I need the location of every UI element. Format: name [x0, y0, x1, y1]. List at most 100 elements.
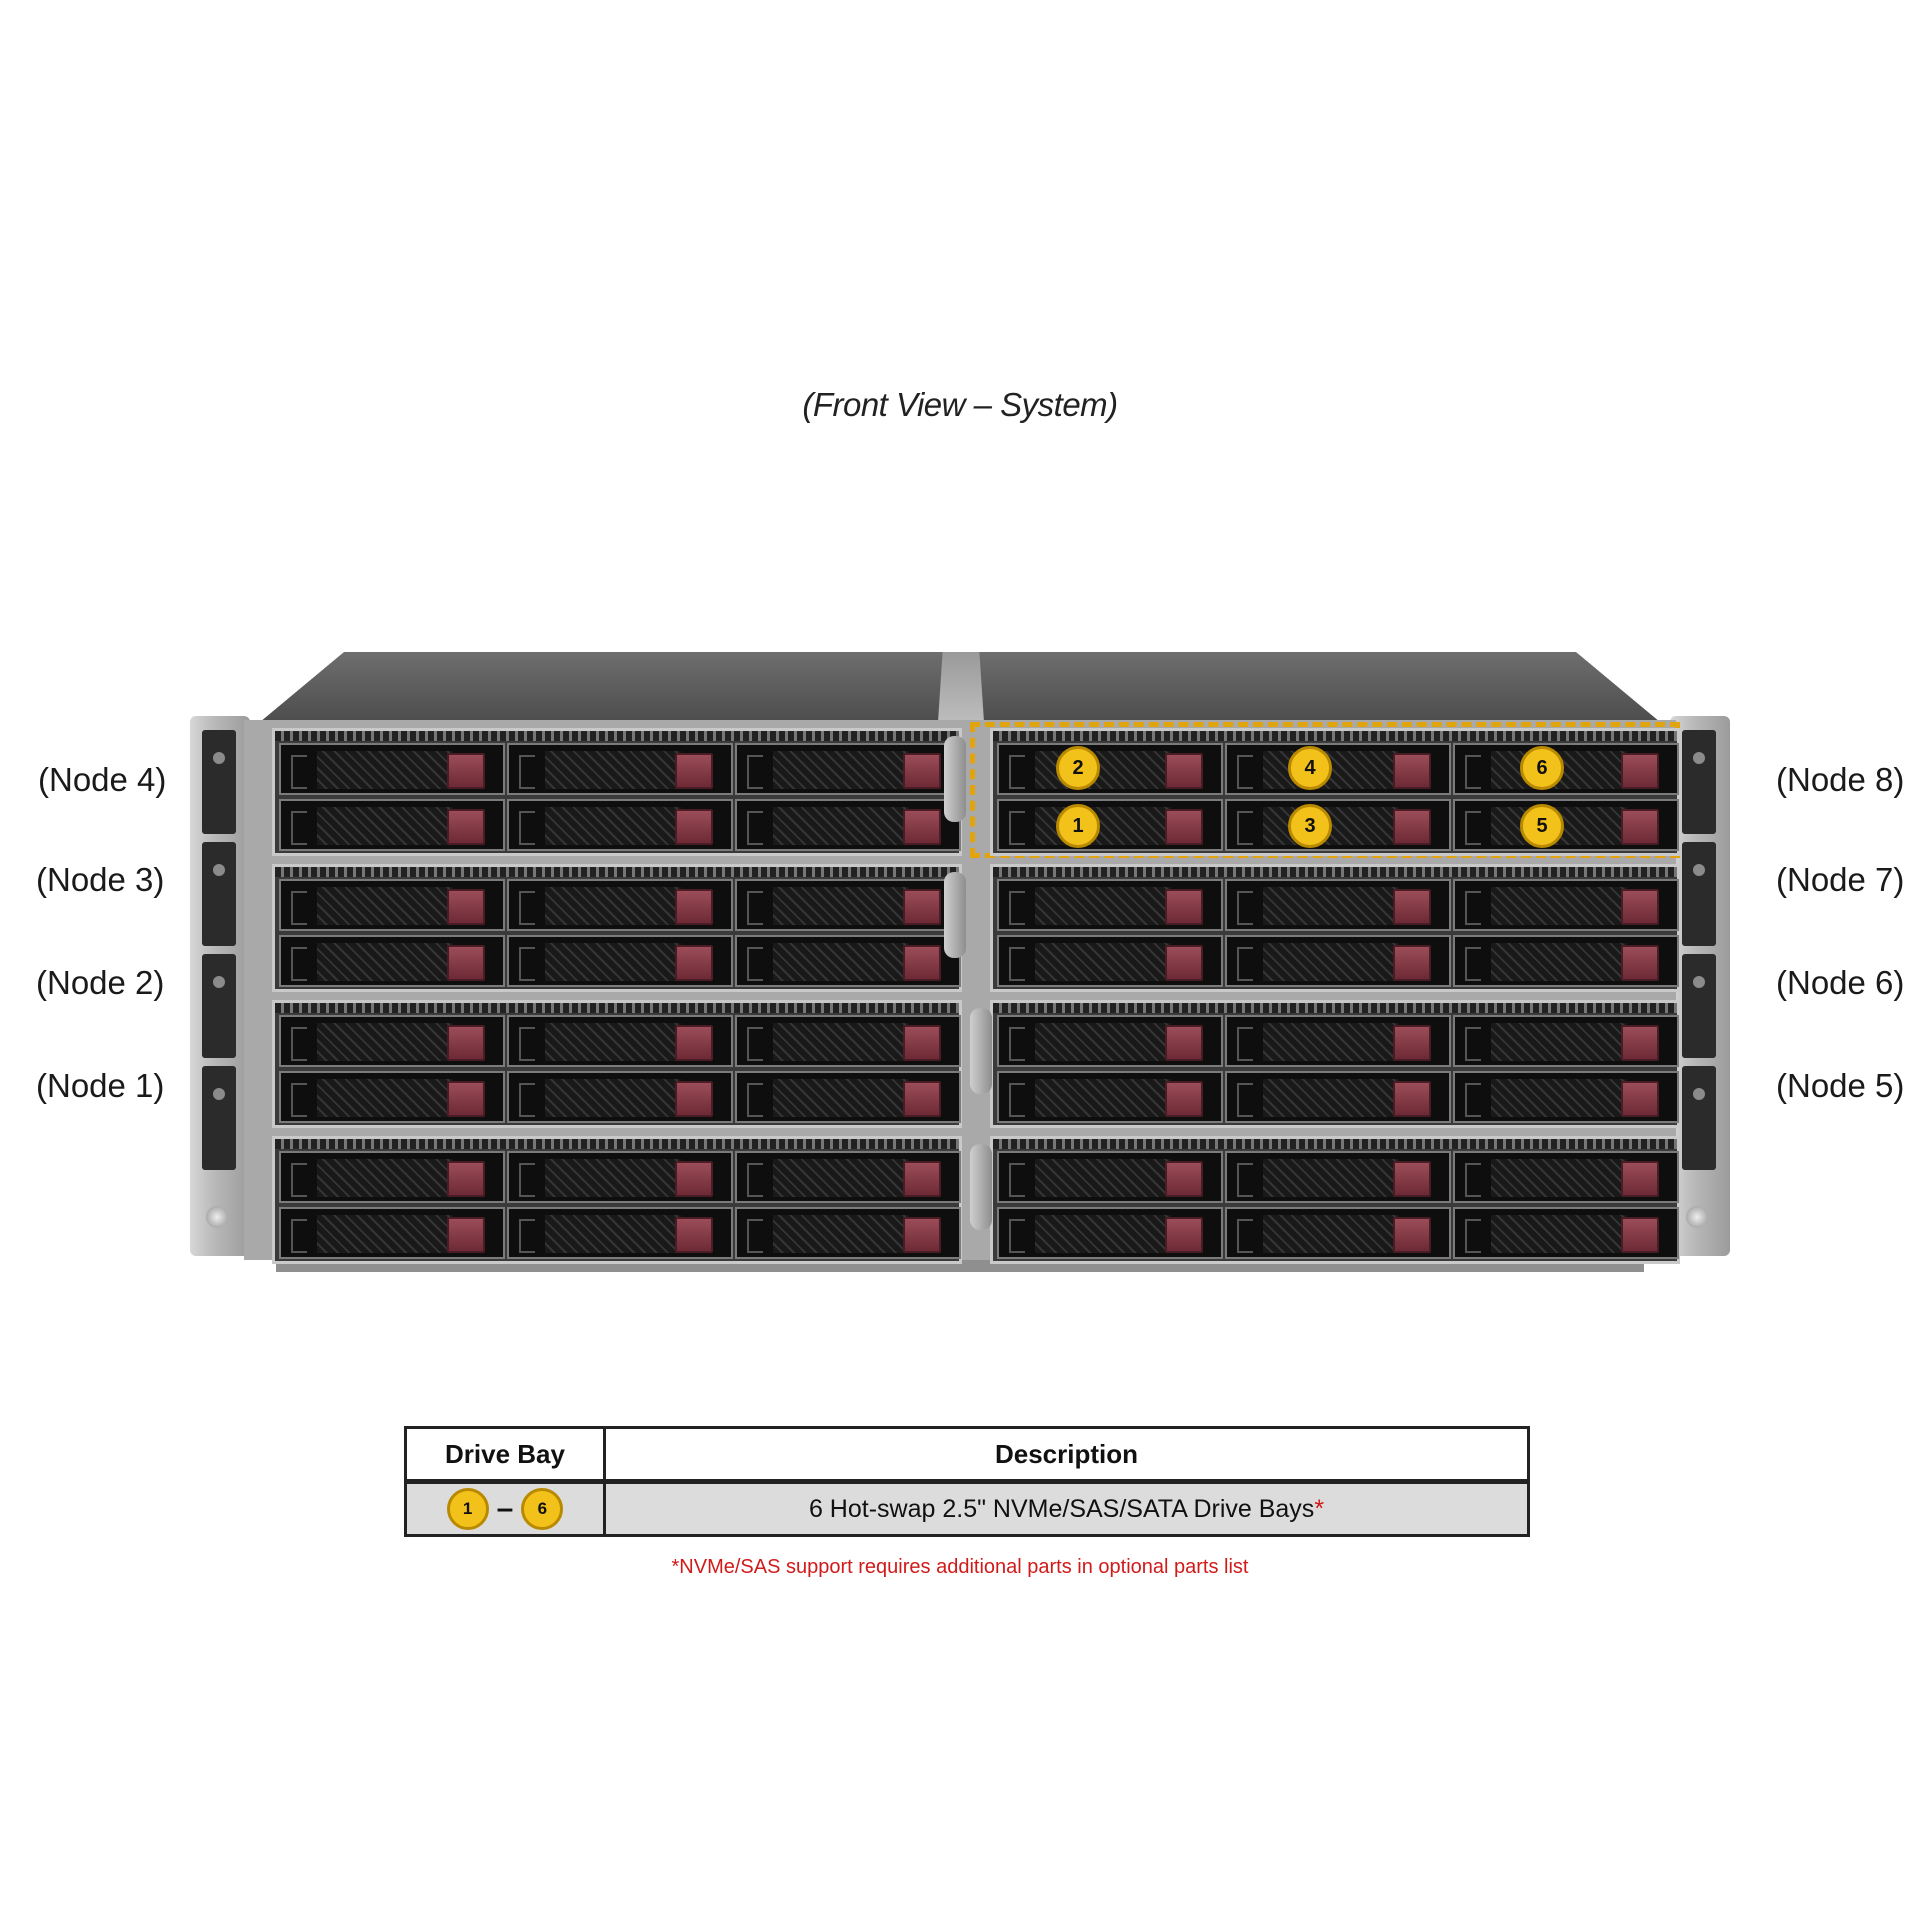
node-6-label: (Node 6) [1776, 964, 1905, 1001]
node-sled [272, 1000, 962, 1128]
drive-latch-icon [447, 753, 485, 789]
drive-bay [1225, 1071, 1451, 1123]
drive-mesh [317, 943, 453, 981]
drive-mesh [317, 1215, 453, 1253]
drive-latch-icon [1621, 1161, 1659, 1197]
drive-mesh [773, 943, 909, 981]
drive-mesh [545, 1215, 681, 1253]
drive-mesh [1491, 1159, 1627, 1197]
drive-grip [1237, 1027, 1253, 1061]
drive-mesh [1035, 1159, 1171, 1197]
sled-vent [275, 867, 959, 877]
drive-latch-icon [1621, 1025, 1659, 1061]
drive-latch-icon [675, 1025, 713, 1061]
drive-mesh [773, 1159, 909, 1197]
drive-latch-icon [675, 889, 713, 925]
drive-mesh [1035, 887, 1171, 925]
drive-grip [1465, 1163, 1481, 1197]
drive-latch-icon [1393, 753, 1431, 789]
drive-mesh [1263, 1159, 1399, 1197]
drive-grip [1465, 947, 1481, 981]
node-control-panel [202, 954, 236, 1058]
drive-bay [735, 743, 961, 795]
drive-mesh [545, 1023, 681, 1061]
drive-latch-icon [1621, 809, 1659, 845]
drive-latch-icon [447, 1161, 485, 1197]
node-control-panel [1682, 1066, 1716, 1170]
drive-mesh [1263, 1023, 1399, 1061]
drive-latch-icon [1393, 809, 1431, 845]
drive-grip [747, 891, 763, 925]
drive-bay [279, 799, 505, 851]
drive-latch-icon [1621, 1217, 1659, 1253]
drive-latch-icon [1165, 1161, 1203, 1197]
node-control-panel [202, 1066, 236, 1170]
drive-bay [735, 1151, 961, 1203]
drive-grip [1465, 1219, 1481, 1253]
drive-bay [997, 799, 1223, 851]
drive-grip [1009, 1083, 1025, 1117]
drive-latch-icon [675, 945, 713, 981]
drive-latch-icon [675, 753, 713, 789]
drive-bay [997, 1151, 1223, 1203]
drive-latch-icon [903, 1025, 941, 1061]
drive-bay [735, 935, 961, 987]
drive-latch-icon [1393, 1161, 1431, 1197]
drive-grip [291, 1083, 307, 1117]
drive-mesh [1263, 1215, 1399, 1253]
drive-grip [519, 1163, 535, 1197]
drive-grip [1465, 755, 1481, 789]
drive-latch-icon [1393, 1025, 1431, 1061]
drive-grip [519, 947, 535, 981]
drive-latch-icon [1393, 945, 1431, 981]
drive-bay [1453, 799, 1679, 851]
drive-bay [1225, 1015, 1451, 1067]
drive-mesh [1491, 1023, 1627, 1061]
drive-bay [279, 1207, 505, 1259]
bay-2-callout: 2 [1056, 746, 1100, 790]
drive-mesh [545, 1079, 681, 1117]
drive-mesh [545, 807, 681, 845]
drive-grip [291, 811, 307, 845]
drive-grip [291, 1163, 307, 1197]
bay-4-callout: 4 [1288, 746, 1332, 790]
drive-grip [1237, 891, 1253, 925]
bay-3-callout: 3 [1288, 804, 1332, 848]
drive-mesh [1035, 1215, 1171, 1253]
node-8-label: (Node 8) [1776, 761, 1905, 798]
drive-bay-table: Drive Bay Description 1 – 6 6 Hot-swap 2… [404, 1426, 1530, 1537]
drive-mesh [545, 943, 681, 981]
drive-grip [747, 755, 763, 789]
drive-latch-icon [1393, 889, 1431, 925]
drive-latch-icon [903, 1217, 941, 1253]
drive-grip [291, 1027, 307, 1061]
footnote: *NVMe/SAS support requires additional pa… [671, 1556, 1249, 1578]
drive-bay [735, 1207, 961, 1259]
node-control-panel [1682, 730, 1716, 834]
sled-vent [275, 1139, 959, 1149]
drive-grip [519, 1219, 535, 1253]
drive-bay [507, 1207, 733, 1259]
drive-grip [1009, 811, 1025, 845]
node-5-label: (Node 5) [1776, 1067, 1905, 1104]
asterisk: * [1314, 1494, 1325, 1523]
drive-bay [507, 935, 733, 987]
drive-bay [1225, 1207, 1451, 1259]
sled-handle [944, 872, 966, 958]
drive-latch-icon [447, 809, 485, 845]
node-sled [990, 1136, 1680, 1264]
drive-bay [1225, 1151, 1451, 1203]
node-control-panel [202, 730, 236, 834]
drive-mesh [317, 1159, 453, 1197]
node-sled [272, 864, 962, 992]
drive-bay [1225, 879, 1451, 931]
drive-mesh [317, 1079, 453, 1117]
drive-grip [1237, 811, 1253, 845]
node-sled [272, 1136, 962, 1264]
drive-mesh [317, 1023, 453, 1061]
drive-mesh [545, 887, 681, 925]
drive-mesh [1491, 887, 1627, 925]
drive-bay [997, 1071, 1223, 1123]
drive-bay [735, 879, 961, 931]
drive-mesh [773, 1079, 909, 1117]
